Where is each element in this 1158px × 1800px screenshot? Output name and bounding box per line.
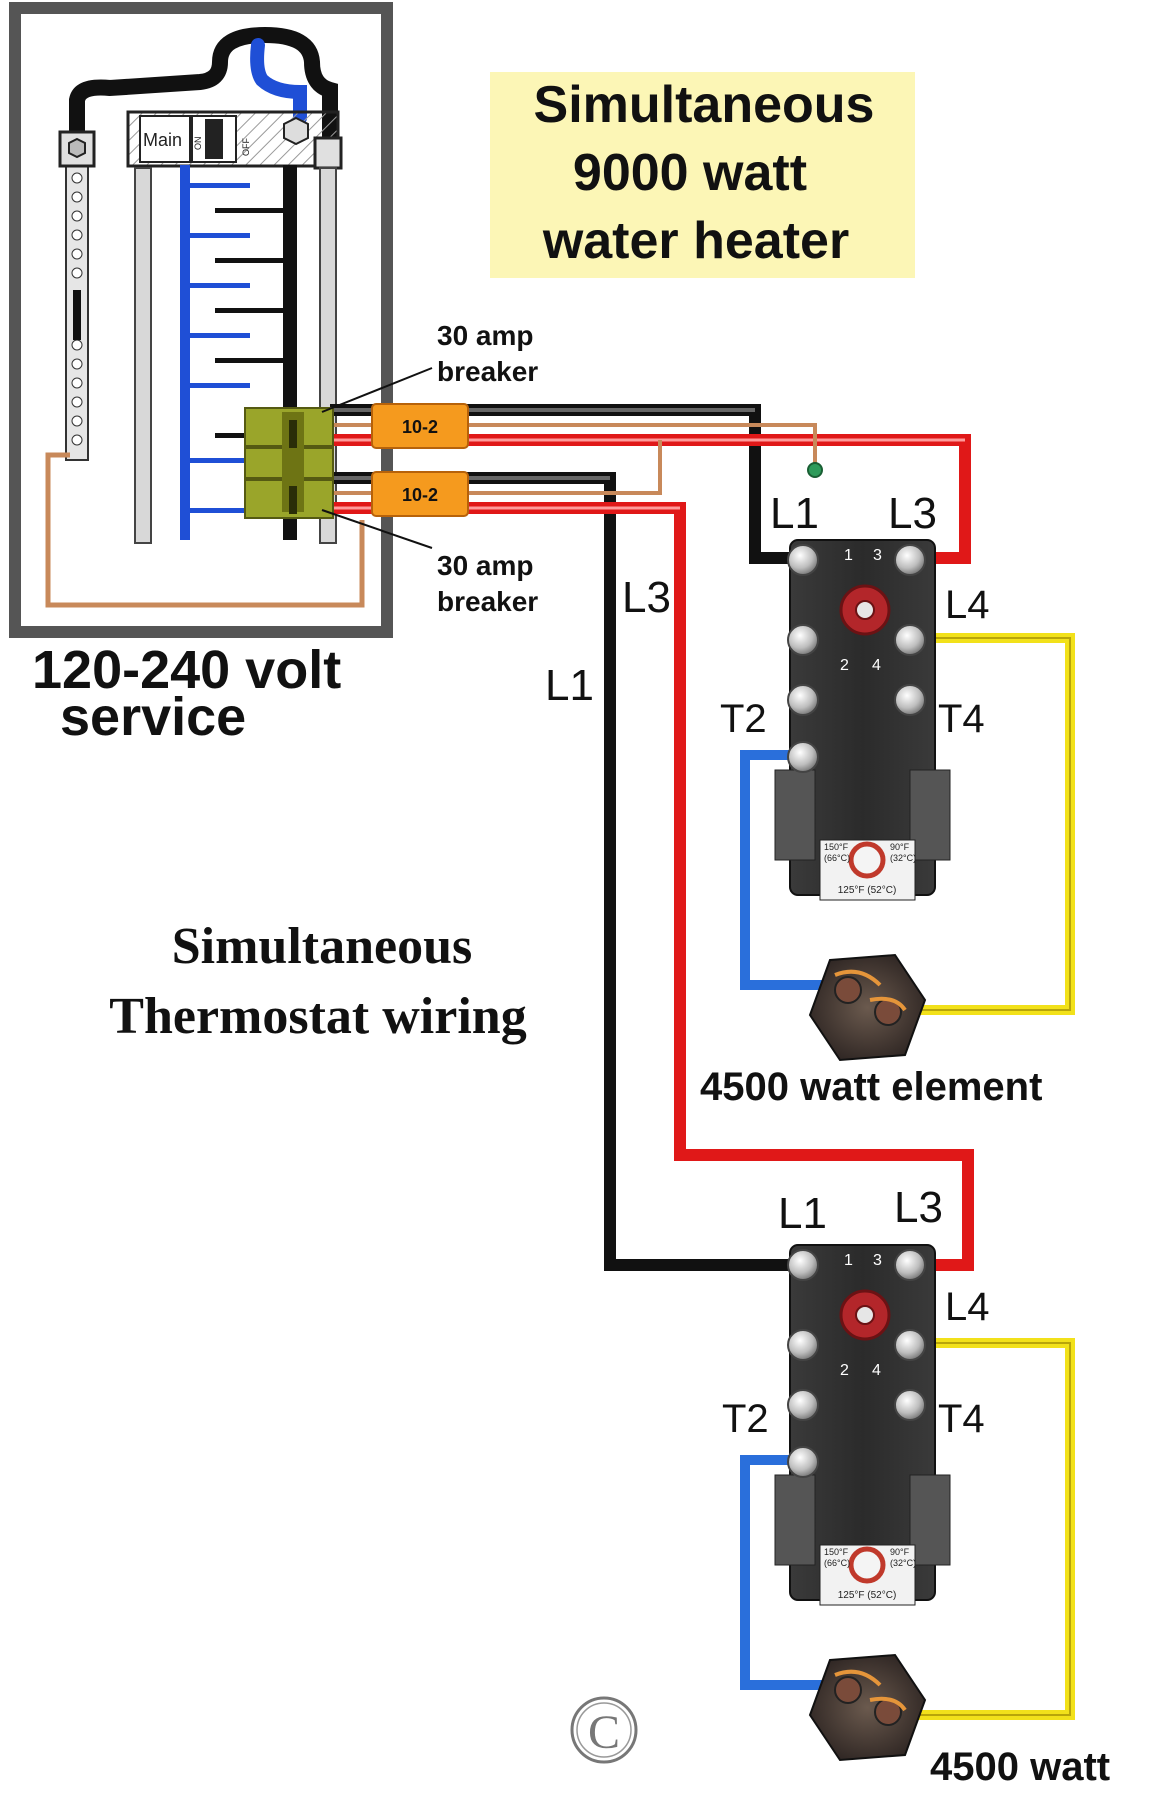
svg-text:4: 4 xyxy=(872,657,881,674)
service-label: 120-240 volt service xyxy=(32,640,341,747)
upper-terminal-screws xyxy=(787,544,926,773)
svg-text:(32°C): (32°C) xyxy=(890,1558,916,1568)
svg-text:(66°C): (66°C) xyxy=(824,853,850,863)
lower-heating-element xyxy=(808,1653,927,1762)
svg-text:150°F: 150°F xyxy=(824,842,849,852)
subtitle: Simultaneous Thermostat wiring xyxy=(109,918,526,1045)
copyright-mark: C xyxy=(570,1696,638,1764)
neutral-bar-screws xyxy=(71,172,83,446)
lower-l1-label: L1 xyxy=(778,1189,827,1238)
upper-t4-label: T4 xyxy=(938,697,985,741)
breaker-callouts: 30 amp breaker 30 amp breaker xyxy=(321,320,538,617)
lower-10-2-cable xyxy=(371,471,469,517)
off-label: OFF xyxy=(241,138,251,156)
copyright-letter: C xyxy=(588,1706,620,1759)
svg-text:2: 2 xyxy=(840,657,849,674)
upper-breaker-label-1: 30 amp xyxy=(437,320,534,351)
upper-l1-label: L1 xyxy=(770,489,819,538)
lower-l4-label: L4 xyxy=(945,1285,990,1329)
lower-breaker-label-2: breaker xyxy=(437,586,538,617)
svg-text:3: 3 xyxy=(873,1252,882,1269)
title-line-2: 9000 watt xyxy=(573,144,807,202)
service-panel: Main ON OFF xyxy=(9,2,393,638)
lower-t2-label: T2 xyxy=(722,1397,769,1441)
branch-breakers xyxy=(244,407,334,519)
svg-text:125°F (52°C): 125°F (52°C) xyxy=(838,1590,897,1601)
upper-heating-element xyxy=(808,953,927,1062)
lower-cable-label: 10-2 xyxy=(402,485,438,505)
upper-breaker-label-2: breaker xyxy=(437,356,538,387)
ground-screw-icon xyxy=(807,462,823,478)
svg-text:2: 2 xyxy=(840,1362,849,1379)
svg-text:90°F: 90°F xyxy=(890,842,910,852)
lower-terminal-screws xyxy=(787,1249,926,1478)
title-box: Simultaneous 9000 watt water heater xyxy=(490,72,915,278)
service-line-1: 120-240 volt xyxy=(32,640,341,700)
upper-thermostat: 150°F (66°C) 90°F (32°C) 125°F (52°C) 1 … xyxy=(720,489,1075,1015)
upper-cable-label: 10-2 xyxy=(402,417,438,437)
subtitle-line-2: Thermostat wiring xyxy=(109,988,526,1045)
svg-text:90°F: 90°F xyxy=(890,1547,910,1557)
svg-text:1: 1 xyxy=(844,547,853,564)
lower-element-label: 4500 watt xyxy=(930,1745,1110,1789)
svg-text:3: 3 xyxy=(873,547,882,564)
lower-thermostat: 150°F (66°C) 90°F (32°C) 125°F (52°C) 1 … xyxy=(722,1183,1075,1720)
lower-t4-label: T4 xyxy=(938,1397,985,1441)
service-line-2: service xyxy=(60,687,246,747)
svg-text:150°F: 150°F xyxy=(824,1547,849,1557)
on-label: ON xyxy=(193,137,203,151)
upper-t2-label: T2 xyxy=(720,697,767,741)
upper-l3-label: L3 xyxy=(888,489,937,538)
title-line-1: Simultaneous xyxy=(534,76,875,134)
title-line-3: water heater xyxy=(542,212,849,270)
wire-label-l3: L3 xyxy=(622,573,671,622)
lower-l3-label: L3 xyxy=(894,1183,943,1232)
upper-l4-label: L4 xyxy=(945,583,990,627)
svg-text:(66°C): (66°C) xyxy=(824,1558,850,1568)
lower-breaker-label-1: 30 amp xyxy=(437,550,534,581)
svg-text:1: 1 xyxy=(844,1252,853,1269)
svg-text:125°F (52°C): 125°F (52°C) xyxy=(838,885,897,896)
cable-jackets: 10-2 10-2 xyxy=(371,403,469,517)
upper-element-label: 4500 watt element xyxy=(700,1065,1042,1109)
upper-10-2-cable xyxy=(371,403,469,449)
svg-text:4: 4 xyxy=(872,1362,881,1379)
main-label: Main xyxy=(143,130,182,150)
subtitle-line-1: Simultaneous xyxy=(172,918,473,975)
wire-label-l1: L1 xyxy=(545,661,594,710)
svg-text:(32°C): (32°C) xyxy=(890,853,916,863)
